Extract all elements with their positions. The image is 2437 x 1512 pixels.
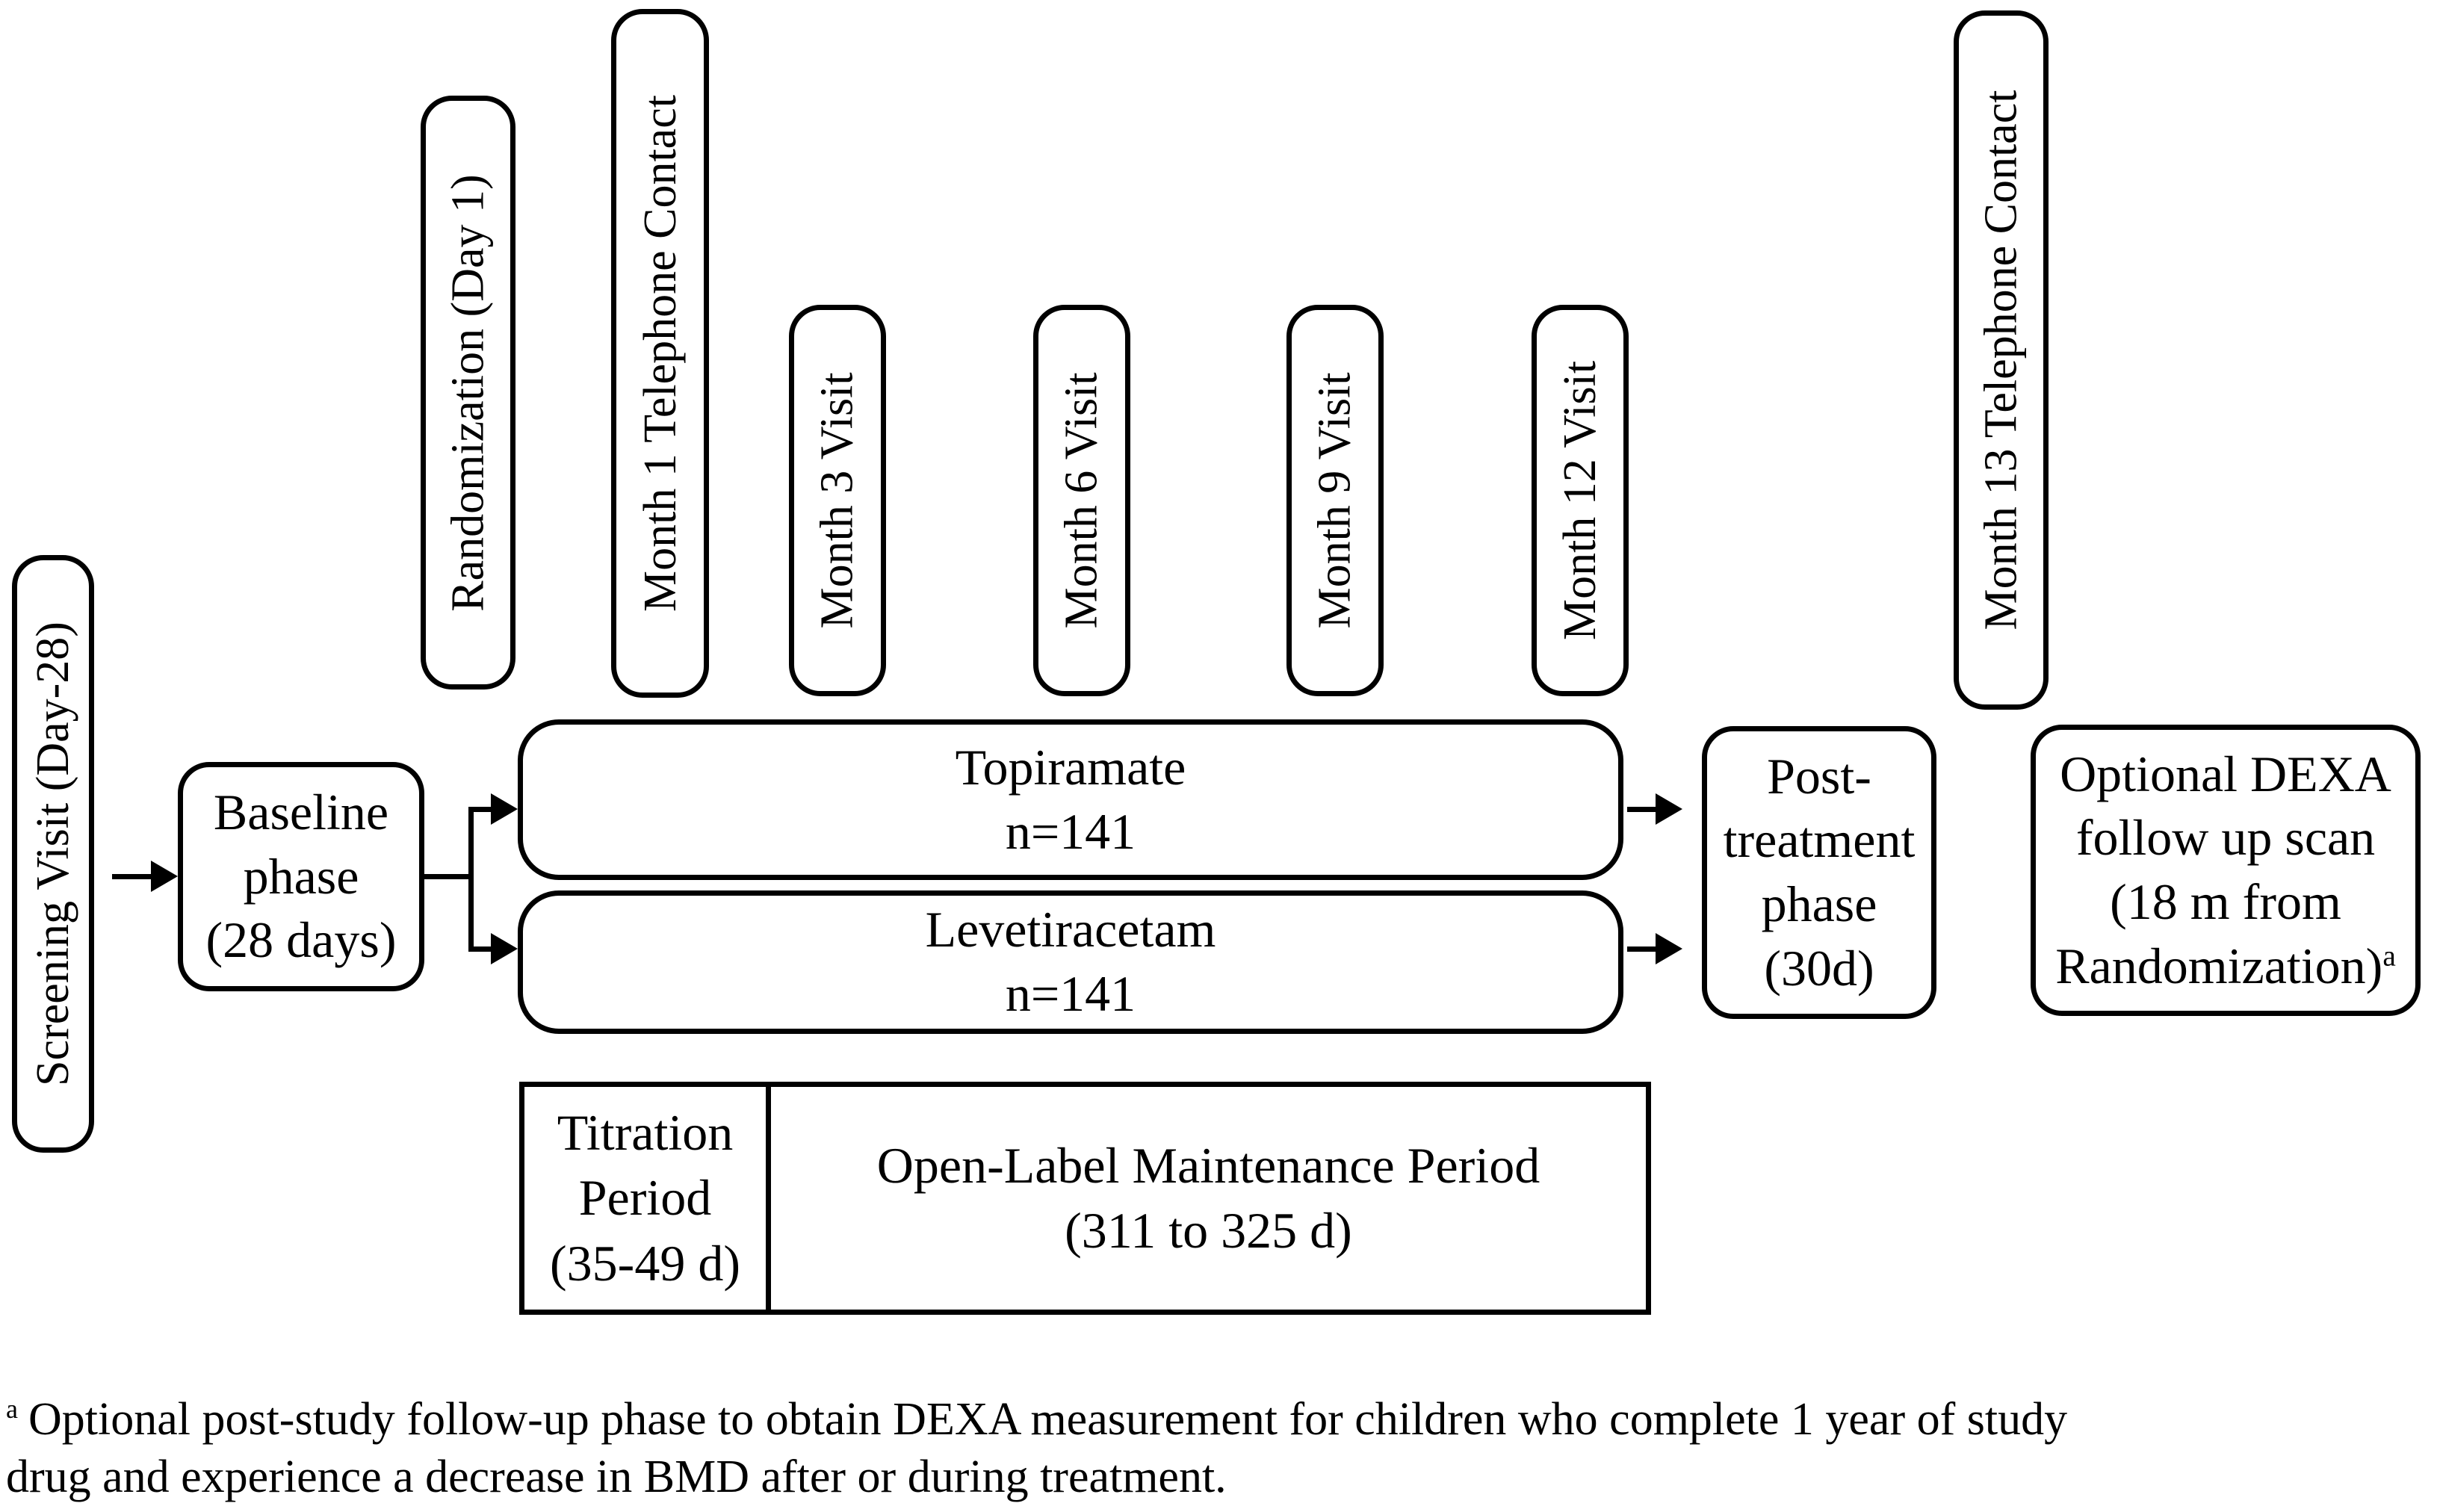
milestone-box-month-9-visit: Month 9 Visit <box>1286 305 1384 696</box>
milestone-label: Month 6 Visit <box>1056 372 1107 629</box>
topiramate-arm-box: Topiramate n=141 <box>518 719 1623 880</box>
connector-baseline-stem <box>424 874 472 879</box>
milestone-box-month-13-telephone-contact: Month 13 Telephone Contact <box>1954 10 2049 710</box>
connector-fork-vertical <box>468 807 474 952</box>
connector-levetiracetam-to-post <box>1627 946 1657 952</box>
milestone-label: Screening Visit (Day-28) <box>28 622 79 1086</box>
titration-period-cell: Titration Period (35-49 d) <box>524 1087 771 1310</box>
topiramate-arm-label: Topiramate n=141 <box>955 738 1186 860</box>
dexa-followup-label: Optional DEXA follow up scan (18 m from … <box>2055 745 2396 994</box>
levetiracetam-arm-label: Levetiracetam n=141 <box>925 901 1216 1022</box>
milestone-label: Month 9 Visit <box>1310 372 1360 629</box>
baseline-phase-box: Baseline phase (28 days) <box>178 762 424 991</box>
levetiracetam-arm-box: Levetiracetam n=141 <box>518 890 1623 1034</box>
arrowhead-topiramate-to-post-icon <box>1656 793 1682 825</box>
milestone-label: Month 1 Telephone Contact <box>634 95 686 612</box>
baseline-phase-label: Baseline phase (28 days) <box>205 783 397 969</box>
milestone-box-screening-visit: Screening Visit (Day-28) <box>12 555 94 1153</box>
milestone-label: Month 3 Visit <box>812 372 863 629</box>
footnote-marker-superscript: a <box>6 1394 18 1425</box>
milestone-box-month-1-telephone-contact: Month 1 Telephone Contact <box>611 9 709 698</box>
titration-period-label: Titration Period (35-49 d) <box>550 1104 740 1292</box>
milestone-box-month-12-visit: Month 12 Visit <box>1532 305 1629 696</box>
arrowhead-to-topiramate-icon <box>491 793 518 825</box>
footnote-marker-superscript: a <box>2382 939 2396 973</box>
connector-fork-to-levetiracetam <box>468 946 492 952</box>
milestone-box-randomization: Randomization (Day 1) <box>421 96 515 690</box>
post-treatment-phase-box: Post- treatment phase (30d) <box>1702 726 1936 1019</box>
connector-fork-to-topiramate <box>468 807 492 812</box>
connector-topiramate-to-post <box>1627 807 1657 812</box>
footnote-line-1: Optional post-study follow-up phase to o… <box>28 1394 2068 1445</box>
arrowhead-to-levetiracetam-icon <box>491 933 518 964</box>
milestone-label: Randomization (Day 1) <box>442 173 494 612</box>
milestone-box-month-6-visit: Month 6 Visit <box>1033 305 1130 696</box>
arrowhead-screening-to-baseline-icon <box>151 861 178 892</box>
connector-screening-to-baseline <box>112 874 155 879</box>
treatment-period-table: Titration Period (35-49 d) Open-Label Ma… <box>519 1082 1651 1315</box>
arrowhead-levetiracetam-to-post-icon <box>1656 933 1682 964</box>
post-treatment-phase-label: Post- treatment phase (30d) <box>1723 747 1916 997</box>
maintenance-period-cell: Open-Label Maintenance Period (311 to 32… <box>771 1087 1646 1310</box>
milestone-label: Month 13 Telephone Contact <box>1975 90 2027 630</box>
milestone-box-month-3-visit: Month 3 Visit <box>789 305 886 696</box>
maintenance-period-label: Open-Label Maintenance Period (311 to 32… <box>876 1136 1540 1259</box>
milestone-label: Month 12 Visit <box>1555 360 1605 641</box>
footnote-line-2: drug and experience a decrease in BMD af… <box>6 1451 1227 1502</box>
dexa-followup-box: Optional DEXA follow up scan (18 m from … <box>2031 725 2421 1016</box>
footnote: a Optional post-study follow-up phase to … <box>6 1391 2419 1506</box>
